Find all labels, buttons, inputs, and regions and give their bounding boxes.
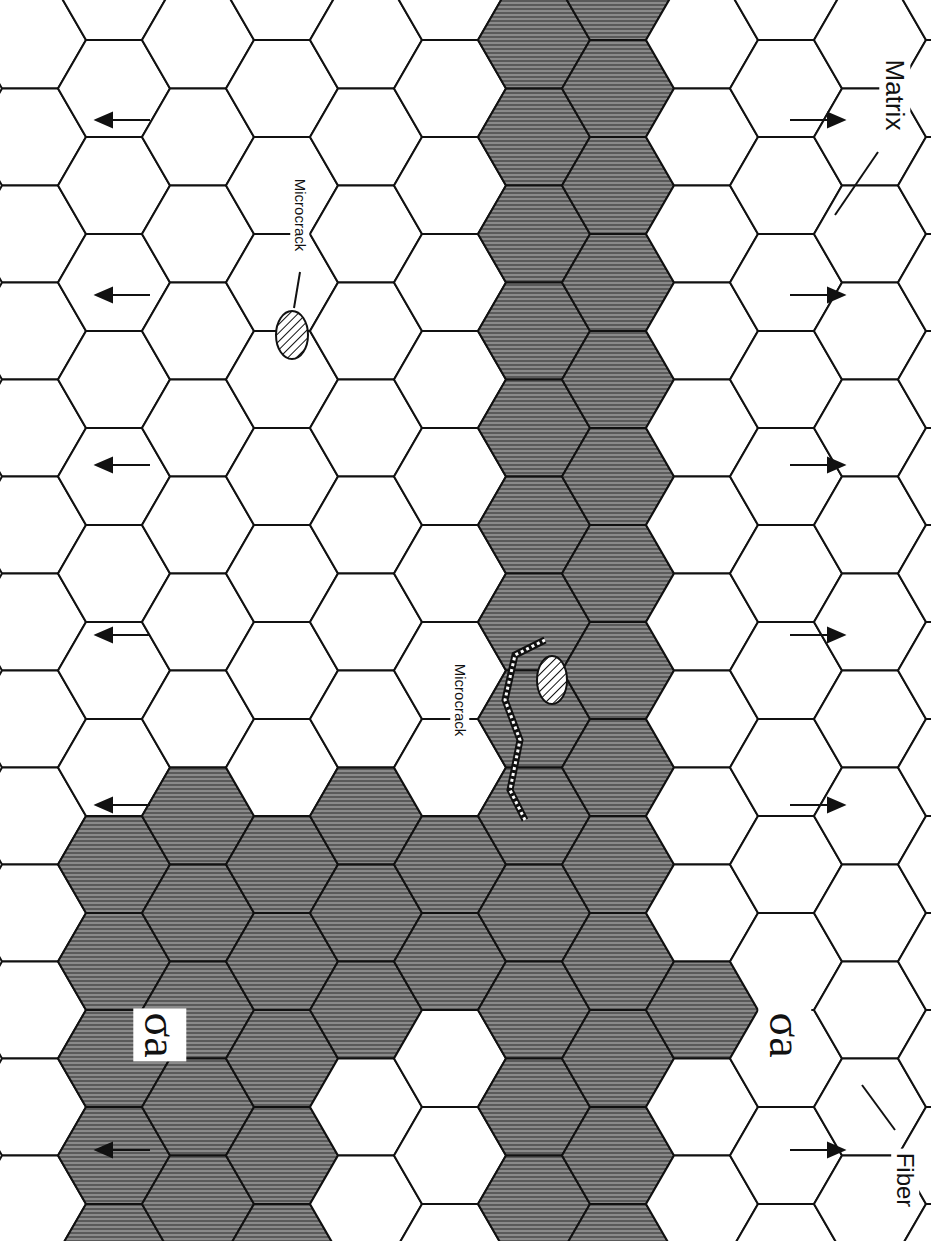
matrix-cell — [898, 719, 931, 816]
microcrack-label: Microcrack — [291, 175, 310, 256]
arrow-head — [828, 288, 844, 302]
matrix-label: Matrix — [880, 56, 911, 135]
arrow-head — [828, 1143, 844, 1157]
arrow-head — [828, 628, 844, 642]
matrix-cell — [898, 1010, 931, 1107]
matrix-cell — [898, 428, 931, 525]
arrow-head — [96, 113, 112, 127]
arrow-head — [96, 288, 112, 302]
arrow-head — [828, 458, 844, 472]
matrix-cell — [898, 0, 931, 40]
microcrack — [276, 311, 308, 359]
stress-label: σa — [134, 1008, 187, 1061]
matrix-cell — [898, 331, 931, 428]
microcrack-label: Microcrack — [451, 660, 470, 741]
arrow-head — [96, 458, 112, 472]
matrix-cell — [898, 525, 931, 622]
arrow-head — [96, 1143, 112, 1157]
matrix-cell — [898, 622, 931, 719]
matrix-cell — [898, 137, 931, 234]
arrow-head — [96, 798, 112, 812]
leader-line — [294, 272, 300, 308]
crack-hatch — [505, 640, 545, 820]
stress-label: σa — [759, 1008, 812, 1061]
matrix-cell — [898, 816, 931, 913]
leader-line — [862, 1085, 895, 1130]
fiber-label: Fiber — [891, 1149, 919, 1212]
arrow-head — [96, 628, 112, 642]
microcrack — [537, 656, 567, 704]
matrix-cell — [898, 234, 931, 331]
matrix-cell — [898, 913, 931, 1010]
leader-line — [835, 152, 878, 215]
arrow-head — [828, 113, 844, 127]
arrow-head — [828, 798, 844, 812]
crack-path — [505, 640, 545, 820]
